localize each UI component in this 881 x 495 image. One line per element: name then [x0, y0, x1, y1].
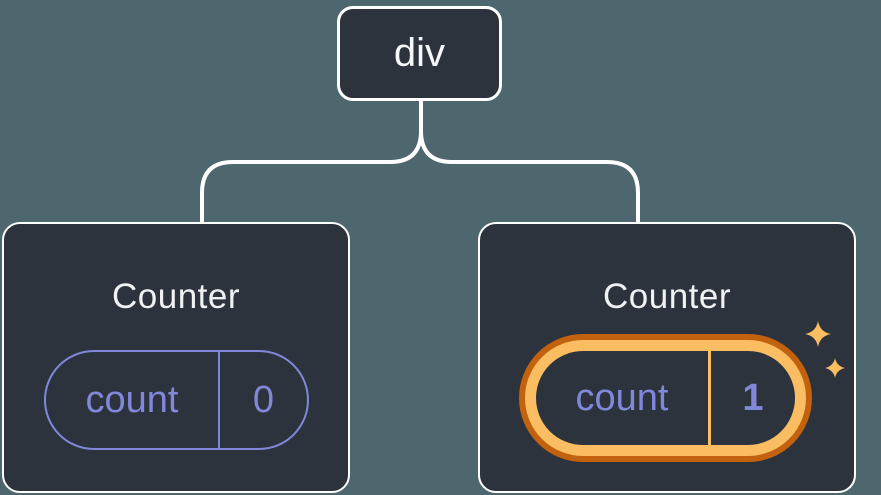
state-value: 1	[742, 376, 764, 419]
root-node-div: div	[337, 6, 502, 101]
connector-left-branch	[200, 99, 423, 224]
sparkle-small	[825, 358, 845, 378]
component-title: Counter	[111, 277, 241, 316]
sparkles-icon	[805, 321, 845, 378]
connector-right-branch	[419, 99, 640, 224]
counter-card-right: Counter count 1	[478, 222, 856, 493]
state-key-label: count	[536, 351, 711, 445]
state-key-label: count	[46, 352, 220, 448]
sparkle-large	[805, 321, 831, 347]
state-pill: count 0	[44, 350, 309, 450]
root-node-label: div	[393, 31, 446, 75]
counter-card-left: Counter count 0	[2, 222, 350, 493]
state-pill-inner: count 1	[536, 351, 795, 445]
state-value: 0	[252, 378, 275, 421]
component-title: Counter	[602, 277, 732, 316]
state-pill-highlighted: count 1	[519, 334, 812, 462]
